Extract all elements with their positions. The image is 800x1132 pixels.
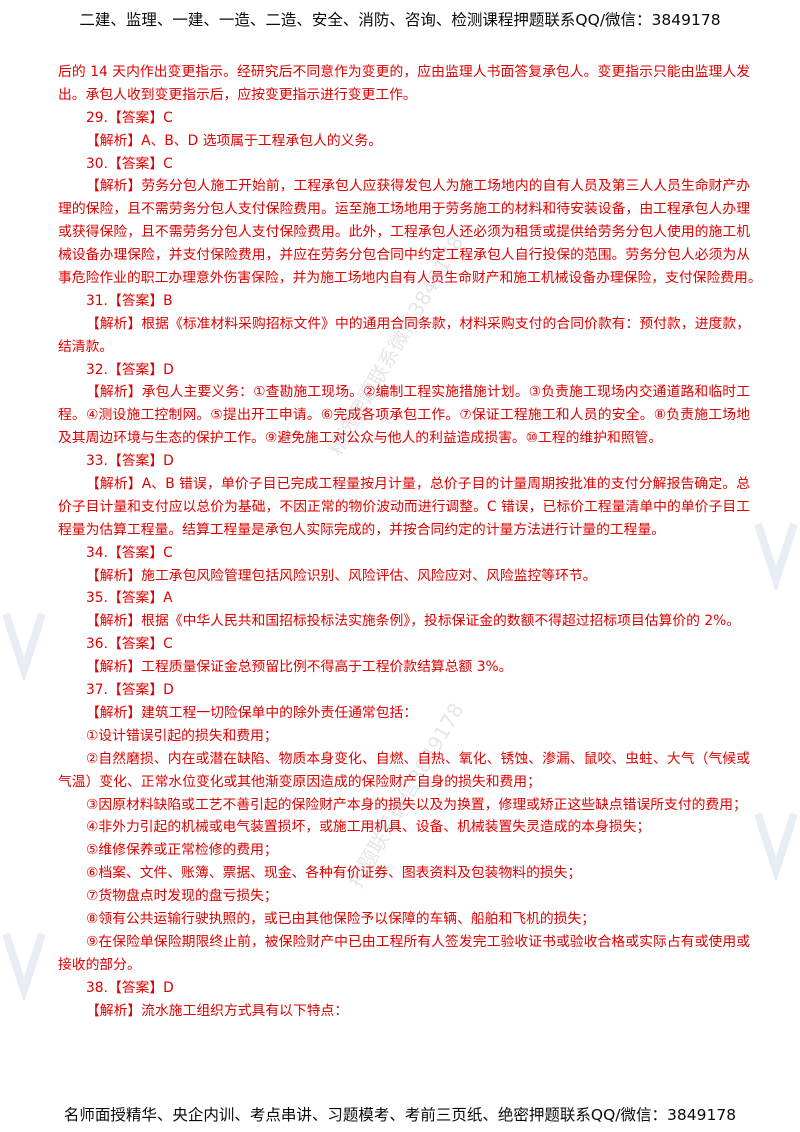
text-line: 械设备办理保险，并支付保险费用，并应在劳务分包合同中约定工程承包人自行投保的范围… <box>58 247 750 264</box>
logo-watermark-icon <box>754 812 798 880</box>
text-line: 【解析】流水施工组织方式具有以下特点： <box>86 1002 349 1019</box>
text-line: ①设计错误引起的损失和费用； <box>86 727 278 744</box>
text-line: 【解析】A、B 错误，单价子目已完成工程量按月计量，总价子目的计量周期按批准的支… <box>86 476 750 493</box>
logo-watermark-icon <box>2 612 46 680</box>
text-line: ⑥档案、文件、账簿、票据、现金、各种有价证券、图表资料及包装物料的损失； <box>86 865 582 882</box>
text-line: 34.【答案】C <box>86 544 173 561</box>
text-line: 【解析】施工承包风险管理包括风险识别、风险评估、风险应对、风险监控等环节。 <box>86 567 597 584</box>
text-line: ②自然磨损、内在或潜在缺陷、物质本身变化、自燃、自热、氧化、锈蚀、渗漏、鼠咬、虫… <box>86 750 750 767</box>
page-header: 二建、监理、一建、一造、二造、安全、消防、咨询、检测课程押题联系QQ/微信：38… <box>79 11 721 29</box>
text-line: 事危险作业的职工办理意外伤害保险，并为施工场地内自有人员生命财产和施工机械设备办… <box>58 270 762 287</box>
text-line: 【解析】承包人主要义务：①查勘施工现场。②编制工程实施措施计划。③负责施工现场内… <box>86 384 750 401</box>
text-line: 【解析】根据《中华人民共和国招标投标法实施条例》，投标保证金的数额不得超过招标项… <box>86 613 741 630</box>
text-line: 32.【答案】D <box>86 361 174 378</box>
text-line: ⑤维修保养或正常检修的费用； <box>86 842 278 859</box>
text-line: 29.【答案】C <box>86 109 173 126</box>
text-line: 【解析】建筑工程一切险保单中的除外责任通常包括： <box>86 704 418 721</box>
text-line: 37.【答案】D <box>86 682 174 699</box>
text-line: 程量为估算工程量。结算工程量是承包人实际完成的，并按合同约定的计量方法进行计量的… <box>58 521 666 538</box>
text-line: 或获得保险，且不需劳务分包人支付保险费用。此外，工程承包人还必须为租赁或提供给劳… <box>58 224 750 241</box>
text-line: 36.【答案】C <box>86 636 173 653</box>
page-footer: 名师面授精华、央企内训、考点串讲、习题模考、考前三页纸、绝密押题联系QQ/微信：… <box>63 1106 737 1124</box>
text-line: 理的保险，且不需劳务分包人支付保险费用。运至施工场地用于劳务施工的材料和待安装设… <box>58 201 750 218</box>
text-line: 及其周边环境与生态的保护工作。⑨避免施工对公众与他人的利益造成损害。⑩工程的维护… <box>58 430 663 447</box>
text-line: 35.【答案】A <box>86 590 173 607</box>
text-line: ⑧领有公共运输行驶执照的，或已由其他保险予以保障的车辆、船舶和飞机的损失； <box>86 910 596 927</box>
text-line: 结清款。 <box>58 338 114 355</box>
text-line: 【解析】A、B、D 选项属于工程承包人的义务。 <box>86 132 383 149</box>
text-line: ④非外力引起的机械或电气装置损坏，或施工用机具、设备、机械装置失灵造成的本身损失… <box>86 819 651 836</box>
text-line: 【解析】根据《标准材料采购招标文件》中的通用合同条款，材料采购支付的合同价款有：… <box>86 315 750 332</box>
answer-explanations: 后的 14 天内作出变更指示。经研究后不同意作为变更的，应由监理人书面答复承包人… <box>58 61 762 1022</box>
text-line: 33.【答案】D <box>86 453 174 470</box>
text-line: 程。④测设施工控制网。⑤提出开工申请。⑥完成各项承包工作。⑦保证工程施工和人员的… <box>58 407 750 424</box>
text-line: 接收的部分。 <box>58 956 141 973</box>
logo-watermark-icon <box>2 932 46 1000</box>
text-line: 31.【答案】B <box>86 292 173 309</box>
text-line: ⑦货物盘点时发现的盘亏损失； <box>86 888 278 905</box>
text-line: ③因原材料缺陷或工艺不善引起的保险财产本身的损失以及为换置，修理或矫正这些缺点错… <box>86 796 747 813</box>
logo-watermark-icon <box>754 522 798 590</box>
text-line: 【解析】工程质量保证金总预留比例不得高于工程价款结算总额 3%。 <box>86 659 513 676</box>
text-line: 气温）变化、正常水位变化或其他渐变原因造成的保险财产自身的损失和费用； <box>58 773 541 790</box>
text-line: ⑨在保险单保险期限终止前，被保险财产中已由工程所有人签发完工验收证书或验收合格或… <box>86 933 750 950</box>
text-line: 出。承包人收到变更指示后，应按变更指示进行变更工作。 <box>58 86 417 103</box>
text-line: 38.【答案】D <box>86 979 174 996</box>
text-line: 价子目计量和支付应以总价为基础，不因正常的物价波动而进行调整。C 错误，已标价工… <box>58 498 750 515</box>
text-line: 30.【答案】C <box>86 155 173 172</box>
text-line: 后的 14 天内作出变更指示。经研究后不同意作为变更的，应由监理人书面答复承包人… <box>58 64 750 80</box>
text-line: 【解析】劳务分包人施工开始前，工程承包人应获得发包人为施工场地内的自有人员及第三… <box>86 178 750 195</box>
